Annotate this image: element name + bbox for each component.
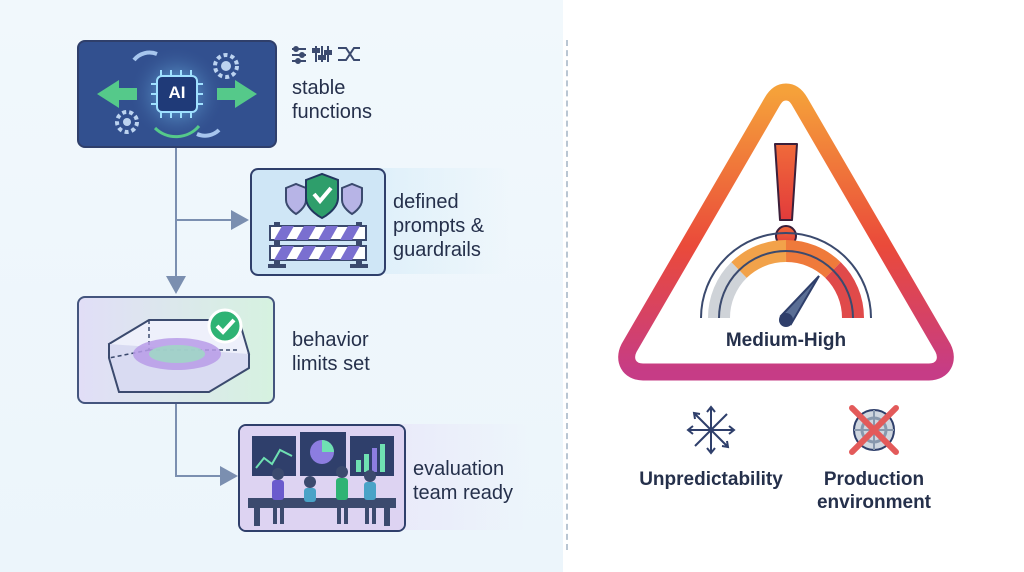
gear-icon [213, 53, 239, 79]
label-line: behavior [292, 329, 369, 351]
label-line: prompts & [393, 215, 485, 237]
production-blocked-icon [849, 405, 899, 455]
behavior-limits-label: behavior limits set [292, 328, 370, 376]
barrier-icon [268, 222, 368, 268]
shield-icon [285, 182, 307, 216]
guardrails-card [250, 168, 386, 276]
flow-connectors [166, 146, 249, 486]
label-line: Unpredictability [639, 469, 783, 490]
connector-right-2 [175, 404, 238, 486]
ai-chip-label: AI [168, 83, 186, 102]
stable-functions-label: stable functions [292, 76, 372, 124]
panel-divider [566, 40, 568, 550]
label-line: limits set [292, 353, 370, 375]
behavior-limits-card [77, 296, 275, 404]
label-line: functions [292, 101, 373, 123]
settings-sliders-icon [292, 46, 360, 64]
exclamation-icon [774, 143, 798, 247]
production-environment-label: Production environment [802, 468, 946, 514]
unpredictability-arrows-icon [686, 405, 736, 455]
stable-functions-card: AI [77, 40, 277, 148]
risk-level-label: Medium-High [725, 330, 847, 351]
gear-icon [115, 110, 139, 134]
dashboard-screens-icon [252, 432, 394, 476]
warning-triangle-icon [618, 83, 954, 381]
label-line: evaluation [413, 458, 505, 480]
shield-icon [341, 182, 363, 216]
ai-chip-icon [156, 75, 198, 113]
label-line: stable [292, 77, 346, 99]
unpredictability-label: Unpredictability [625, 468, 797, 491]
evaluation-team-label: evaluation team ready [413, 457, 513, 505]
team-people-icon [248, 466, 396, 526]
label-line: environment [816, 492, 932, 513]
label-line: team ready [413, 482, 514, 504]
label-line: Production [823, 469, 925, 490]
risk-gauge-icon [700, 232, 872, 327]
label-line: defined [393, 191, 459, 213]
shield-check-icon [305, 172, 339, 220]
evaluation-team-card [238, 424, 406, 532]
guardrails-label: defined prompts & guardrails [393, 190, 484, 262]
check-circle-icon [207, 308, 243, 344]
label-line: guardrails [393, 239, 481, 261]
